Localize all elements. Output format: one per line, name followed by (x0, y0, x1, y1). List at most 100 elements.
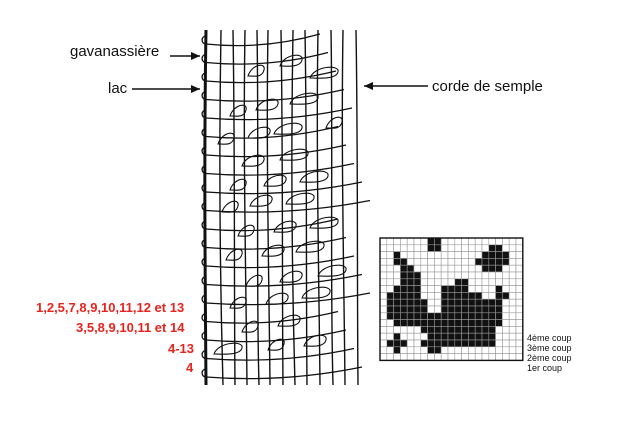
sample-cord (256, 29, 260, 386)
pattern-cell (420, 326, 428, 334)
pattern-cell (447, 305, 456, 314)
pattern-cell (434, 278, 442, 286)
pattern-cell (413, 353, 422, 361)
knot-loop (279, 148, 309, 161)
lac-line (205, 273, 363, 287)
pattern-cell (400, 244, 408, 252)
pattern-cell (515, 339, 524, 348)
pattern-cell (379, 244, 388, 252)
pattern-cell (515, 251, 524, 259)
pattern-cell (468, 244, 476, 252)
pattern-cell (420, 264, 428, 273)
pattern-cell (481, 339, 490, 348)
lac-loop (201, 109, 207, 119)
knot-loop (289, 92, 319, 105)
pattern-cell (434, 264, 442, 273)
pattern-cell (502, 326, 510, 334)
pattern-cell (406, 264, 415, 273)
pattern-cell (502, 271, 510, 280)
pattern-cell (440, 339, 449, 348)
pattern-cell (461, 278, 469, 286)
pattern-cell (440, 319, 449, 327)
pattern-cell (508, 312, 517, 320)
pattern-cell (413, 292, 422, 300)
pattern-cell (468, 339, 476, 348)
pattern-cell (386, 305, 394, 314)
pattern-cell (393, 278, 401, 286)
pattern-cell (481, 353, 490, 361)
pattern-cell (393, 312, 401, 320)
pattern-cell (400, 292, 408, 300)
pattern-cell (515, 292, 524, 300)
lac-line (205, 310, 339, 324)
pattern-cell (434, 353, 442, 361)
lac-line (205, 107, 353, 121)
pattern-cell (488, 353, 496, 361)
pattern-cell (502, 346, 510, 354)
pattern-cell (468, 251, 476, 259)
pattern-cell (454, 258, 462, 266)
pattern-cell (413, 264, 422, 273)
lac-line (205, 366, 363, 380)
pattern-cell (461, 292, 469, 300)
pattern-cell (420, 271, 428, 280)
pattern-cell (454, 264, 462, 273)
sample-cord (341, 29, 346, 386)
lac-loop (201, 72, 207, 82)
knot-loop (273, 220, 297, 233)
pattern-cell (481, 332, 490, 341)
pattern-cell (440, 298, 449, 307)
knot-loop (277, 314, 301, 327)
coup-label: 1er coup (527, 363, 563, 373)
pattern-cell (447, 251, 456, 259)
pattern-cell (434, 271, 442, 280)
pattern-cell (379, 353, 388, 361)
pattern-cell (508, 339, 517, 348)
pattern-cell (434, 244, 442, 252)
pattern-cell (386, 353, 394, 361)
pattern-cell (495, 264, 503, 273)
pattern-cell (474, 271, 483, 280)
coup-label: 4ème coup (527, 333, 572, 343)
pattern-cell (406, 319, 415, 327)
pattern-cell (447, 271, 456, 280)
pattern-cell (474, 319, 483, 327)
knot-loop (229, 104, 247, 117)
pattern-cell (474, 312, 483, 320)
pattern-cell (406, 271, 415, 280)
pattern-cell (406, 251, 415, 259)
lac-loop (201, 90, 207, 101)
knot-loop (237, 224, 255, 237)
pattern-cell (420, 312, 428, 320)
pattern-cell (393, 292, 401, 300)
lac-loop (201, 183, 207, 193)
pattern-cell (515, 319, 524, 327)
pattern-cell (481, 285, 490, 293)
pattern-cell (379, 237, 388, 246)
pattern-cell (379, 251, 388, 259)
pattern-cell (508, 244, 517, 252)
pattern-cell (495, 326, 503, 334)
pattern-cell (488, 278, 496, 286)
pattern-cell (393, 326, 401, 334)
lac-line (205, 51, 329, 65)
pattern-cell (508, 353, 517, 361)
lac-line (205, 144, 347, 158)
pattern-cell (481, 264, 490, 273)
knot-loop (241, 154, 265, 167)
pattern-border (379, 237, 524, 362)
pattern-cell (454, 346, 462, 354)
pattern-cell (502, 332, 510, 341)
pattern-cell (413, 285, 422, 293)
pattern-cell (406, 353, 415, 361)
pattern-cell (461, 298, 469, 307)
pattern-cell (440, 353, 449, 361)
pattern-cell (420, 251, 428, 259)
lac-loop (201, 220, 207, 230)
pattern-cell (461, 346, 469, 354)
sample-cord (243, 29, 248, 386)
pattern-cell (447, 298, 456, 307)
pattern-cell (468, 326, 476, 334)
pattern-cell (468, 292, 476, 300)
pattern-cell (386, 237, 394, 246)
